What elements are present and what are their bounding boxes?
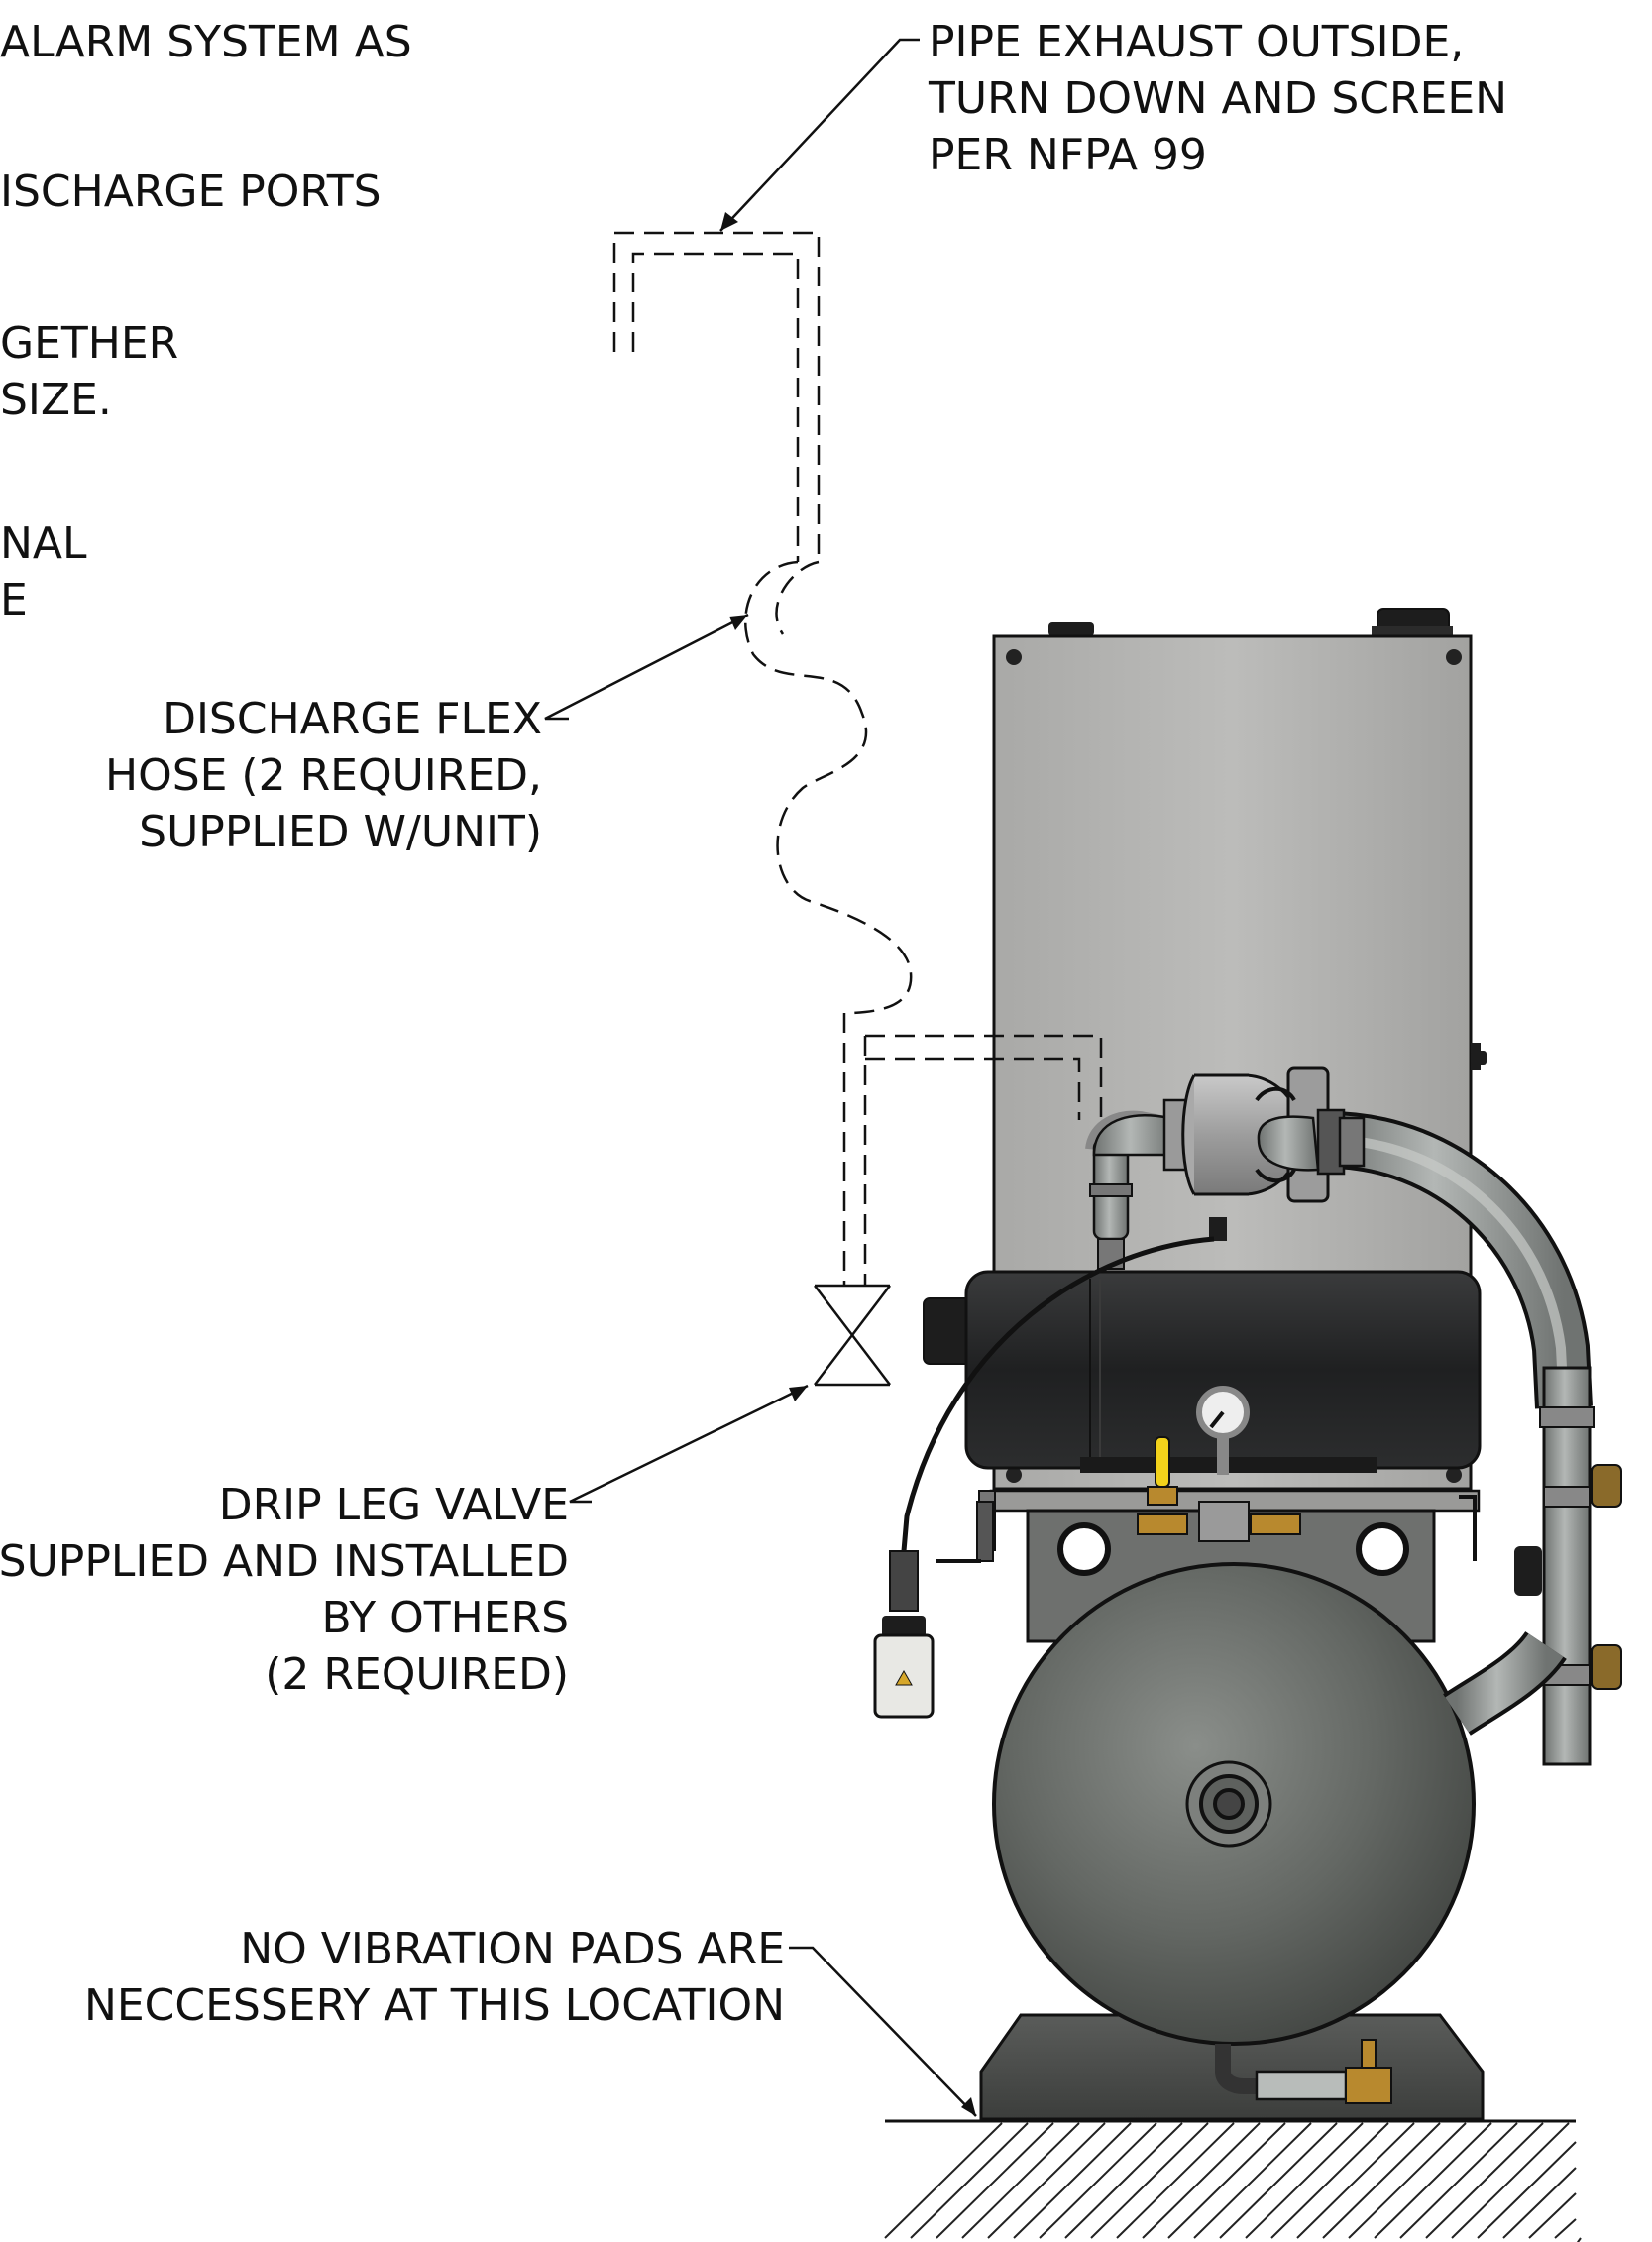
leader-lines <box>544 38 977 2117</box>
note-line: DRIP LEG VALVE <box>218 1480 569 1530</box>
hatch-line <box>1219 2122 1338 2239</box>
hatch-line <box>1296 2122 1415 2239</box>
hatch-line <box>961 2122 1080 2239</box>
drip-leg-pipe-dashed <box>842 1013 1103 1286</box>
cabinet-screw <box>1446 1467 1462 1483</box>
hatch-line <box>1425 2122 1544 2239</box>
cradle-hole <box>1356 1522 1409 1576</box>
note-clipped-2: ISCHARGE PORTS <box>0 164 382 220</box>
cabinet-screw <box>1006 649 1022 665</box>
hatch-line <box>1348 2122 1467 2239</box>
note-line: HOSE (2 REQUIRED, <box>104 750 542 801</box>
note-clipped-4: NAL E <box>0 515 87 628</box>
hatch-line <box>936 2122 1054 2239</box>
note-line: E <box>0 575 28 625</box>
note-line: SIZE. <box>0 375 112 425</box>
drip-leg-valve-symbol <box>814 1284 891 1387</box>
note-line: ISCHARGE PORTS <box>0 167 382 217</box>
note-line: DISCHARGE FLEX <box>163 694 542 744</box>
hatch-line <box>1374 2122 1492 2239</box>
hatch-line <box>1270 2122 1389 2239</box>
leader-arrowheads <box>720 212 976 2116</box>
hatch-line <box>1193 2122 1312 2239</box>
hatch-line <box>987 2122 1106 2239</box>
hatch-line <box>1167 2122 1286 2239</box>
note-line: TURN DOWN AND SCREEN <box>929 73 1508 124</box>
right-riser-pipe <box>1443 1366 1622 1766</box>
cradle-hole <box>1057 1522 1111 1576</box>
hatch-line <box>1554 2218 1577 2239</box>
drain-valve <box>1137 1436 1301 1542</box>
discharge-flex-hose <box>744 560 913 1015</box>
hatch-line <box>884 2122 1003 2239</box>
hatch-line <box>1477 2141 1577 2239</box>
receiver-tank <box>992 1562 1476 2046</box>
exhaust-pipe-dashed <box>612 231 821 562</box>
drip-bottle <box>873 1236 1215 1719</box>
note-line: SUPPLIED AND INSTALLED <box>0 1536 569 1587</box>
note-line: GETHER <box>0 318 179 369</box>
note-line: BY OTHERS <box>321 1593 569 1643</box>
note-drip-leg-valve: DRIP LEG VALVE SUPPLIED AND INSTALLED BY… <box>0 1477 569 1703</box>
note-line: PIPE EXHAUST OUTSIDE, <box>929 17 1465 67</box>
note-line: (2 REQUIRED) <box>265 1649 569 1700</box>
note-line: PER NFPA 99 <box>929 130 1207 180</box>
note-vibration-pads: NO VIBRATION PADS ARE NECCESSERY AT THIS… <box>84 1921 785 2034</box>
note-line: SUPPLIED W/UNIT) <box>139 807 542 857</box>
ground-hatch-symbol <box>884 2119 1582 2242</box>
hatch-line <box>1064 2122 1183 2239</box>
hatch-line <box>1013 2122 1132 2239</box>
note-line: NECCESSERY AT THIS LOCATION <box>83 1980 785 2031</box>
hatch-line <box>1502 2167 1577 2239</box>
note-line: NAL <box>0 518 87 569</box>
hatch-line <box>910 2122 1029 2239</box>
hatch-line <box>1576 2237 1582 2242</box>
hatch-line <box>1039 2122 1157 2239</box>
cabinet-screw <box>1446 649 1462 665</box>
pressure-gauge-icon <box>1196 1386 1250 1475</box>
note-line: ALARM SYSTEM AS <box>0 17 412 67</box>
hatch-line <box>1528 2192 1577 2239</box>
note-line: NO VIBRATION PADS ARE <box>240 1924 785 1974</box>
hatch-line <box>1245 2122 1364 2239</box>
hatch-line <box>1399 2122 1518 2239</box>
hatch-line <box>1116 2122 1235 2239</box>
hatch-line <box>1451 2122 1570 2239</box>
note-clipped-1: ALARM SYSTEM AS <box>0 14 412 70</box>
cabinet-screw <box>1006 1467 1022 1483</box>
note-clipped-3: GETHER SIZE. <box>0 315 178 428</box>
note-pipe-exhaust: PIPE EXHAUST OUTSIDE, TURN DOWN AND SCRE… <box>929 14 1507 183</box>
note-discharge-flex-hose: DISCHARGE FLEX HOSE (2 REQUIRED, SUPPLIE… <box>105 691 542 860</box>
tank-drain <box>1215 2039 1392 2104</box>
hatch-line <box>1090 2122 1209 2239</box>
vacuum-pump-body <box>923 1270 1482 1473</box>
hatch-line <box>1142 2122 1261 2239</box>
discharge-hose <box>1257 1108 1593 1409</box>
hatch-line <box>1322 2122 1441 2239</box>
